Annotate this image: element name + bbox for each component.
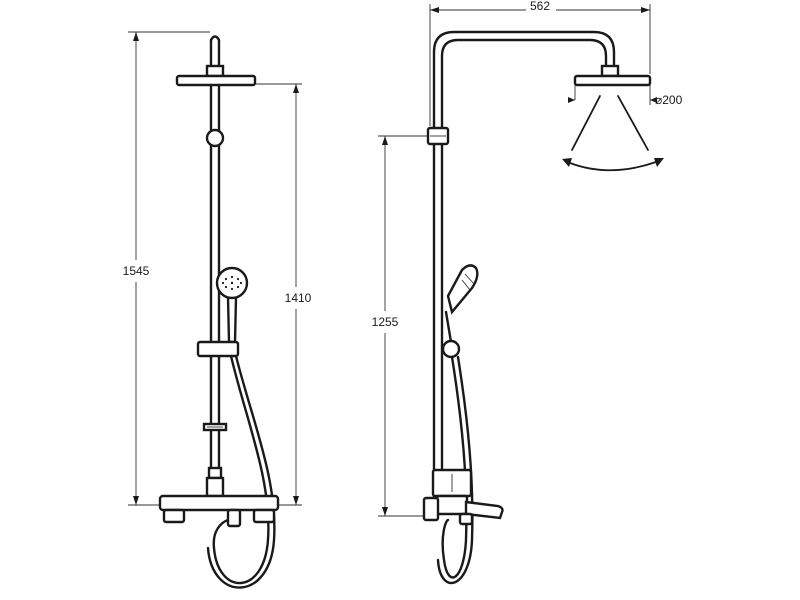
front-rail-clip bbox=[202, 422, 228, 432]
front-hose bbox=[206, 354, 276, 589]
side-view: 562 1255 ⌀200 bbox=[366, 0, 683, 585]
dimension-label-1410: 1410 bbox=[285, 291, 312, 305]
dimension-1545: 1545 bbox=[118, 31, 210, 506]
side-mixer-body bbox=[431, 468, 473, 516]
front-pipe-connector bbox=[205, 128, 225, 148]
dimension-562: 562 bbox=[429, 0, 651, 126]
dimension-label-1545: 1545 bbox=[123, 264, 150, 278]
side-overhead-shower bbox=[573, 64, 652, 87]
front-riser-pipe bbox=[209, 35, 221, 498]
side-wall-connector bbox=[422, 496, 440, 522]
side-hand-shower bbox=[444, 264, 479, 350]
dimension-1255: 1255 bbox=[366, 135, 430, 517]
side-pipe-connector bbox=[426, 126, 450, 146]
side-riser-and-arm bbox=[432, 30, 616, 507]
dimension-label-562: 562 bbox=[530, 0, 550, 13]
front-slider-bracket bbox=[196, 340, 240, 358]
front-thermostatic-mixer bbox=[158, 494, 280, 528]
side-bath-spout bbox=[458, 500, 504, 526]
spray-angle-indicator bbox=[562, 95, 664, 172]
dimension-1410: 1410 bbox=[256, 83, 316, 506]
dimension-label-1255: 1255 bbox=[372, 315, 399, 329]
dimension-label-diameter: ⌀200 bbox=[655, 93, 683, 107]
front-hand-shower bbox=[215, 266, 249, 344]
front-overhead-shower bbox=[175, 64, 257, 87]
front-mixer-joint bbox=[205, 466, 225, 498]
side-hose bbox=[436, 355, 474, 585]
dimension-diameter-200: ⌀200 bbox=[568, 85, 683, 107]
front-view: 1545 1410 bbox=[118, 31, 316, 589]
side-slider-knob bbox=[441, 339, 461, 359]
